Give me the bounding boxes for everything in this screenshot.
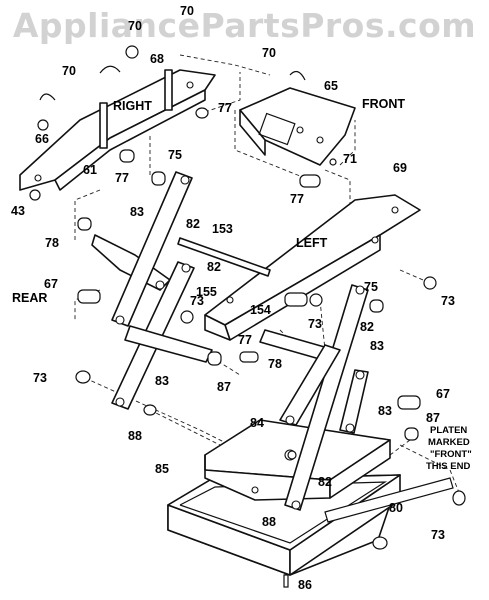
callout: 70 xyxy=(62,64,76,78)
callout: 80 xyxy=(389,501,403,515)
label-platen-3: "FRONT" xyxy=(430,449,472,460)
callout: 65 xyxy=(324,79,338,93)
part-84-base xyxy=(204,419,391,501)
label-platen-2: MARKED xyxy=(428,437,470,448)
callout: 83 xyxy=(378,404,392,418)
callout: 67 xyxy=(436,387,450,401)
label-front: FRONT xyxy=(362,97,405,111)
callout: 75 xyxy=(168,148,182,162)
callout: 86 xyxy=(298,578,312,592)
callout: 61 xyxy=(83,163,97,177)
callout: 67 xyxy=(44,277,58,291)
callout: 88 xyxy=(262,515,276,529)
callout: 83 xyxy=(155,374,169,388)
callout: 153 xyxy=(212,222,233,236)
callout: 75 xyxy=(364,280,378,294)
callout: 78 xyxy=(268,357,282,371)
callout: 85 xyxy=(155,462,169,476)
callout: 78 xyxy=(45,236,59,250)
part-153-rod xyxy=(177,237,271,277)
callout: 70 xyxy=(128,19,142,33)
callout: 66 xyxy=(35,132,49,146)
callout: 82 xyxy=(186,217,200,231)
callout: 87 xyxy=(426,411,440,425)
callout: 43 xyxy=(11,204,25,218)
callout: 83 xyxy=(130,205,144,219)
callout: 69 xyxy=(393,161,407,175)
callout: 73 xyxy=(308,317,322,331)
scissor-links xyxy=(91,171,369,511)
callout: 84 xyxy=(250,416,264,430)
part-69-left-rail xyxy=(204,194,421,341)
callout-numbers: 70 70 70 70 68 65 66 77 77 77 77 61 75 7… xyxy=(11,4,455,592)
callout: 154 xyxy=(250,303,271,317)
callout: 77 xyxy=(218,101,232,115)
label-left: LEFT xyxy=(296,236,328,250)
callout: 82 xyxy=(207,260,221,274)
callout: 73 xyxy=(33,371,47,385)
callout: 70 xyxy=(262,46,276,60)
callout: 82 xyxy=(318,475,332,489)
callout: 77 xyxy=(115,171,129,185)
callout: 88 xyxy=(128,429,142,443)
callout: 73 xyxy=(190,294,204,308)
label-right: RIGHT xyxy=(113,99,152,113)
callout: 155 xyxy=(196,285,217,299)
label-platen-1: PLATEN xyxy=(430,425,467,436)
callout: 71 xyxy=(343,152,357,166)
part-68-right-rail xyxy=(19,69,216,191)
callout: 87 xyxy=(217,380,231,394)
label-platen-4: THIS END xyxy=(426,461,470,472)
callout: 70 xyxy=(180,4,194,18)
callout: 73 xyxy=(431,528,445,542)
text-labels: RIGHT FRONT LEFT REAR PLATEN MARKED "FRO… xyxy=(12,97,472,472)
hardware xyxy=(29,45,466,588)
callout: 77 xyxy=(290,192,304,206)
callout: 83 xyxy=(370,339,384,353)
label-rear: REAR xyxy=(12,291,47,305)
watermark: AppliancePartsPros.com xyxy=(12,6,477,45)
callout: 73 xyxy=(441,294,455,308)
callout: 77 xyxy=(238,333,252,347)
callout: 68 xyxy=(150,52,164,66)
callout: 82 xyxy=(360,320,374,334)
part-65-plate xyxy=(239,87,356,166)
